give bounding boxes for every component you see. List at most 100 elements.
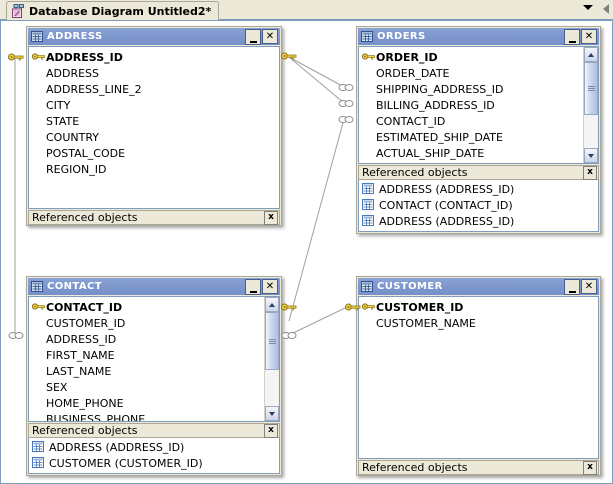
column-row[interactable]: CUSTOMER_ID bbox=[29, 315, 264, 331]
scroll-track[interactable] bbox=[265, 312, 279, 406]
table-name: ADDRESS bbox=[47, 31, 103, 42]
table-icon bbox=[361, 31, 373, 42]
vertical-scrollbar[interactable] bbox=[264, 297, 279, 421]
column-row[interactable]: ACTUAL_SHIP_DATE bbox=[359, 145, 583, 161]
fk-endpoint-contact-customer bbox=[281, 330, 297, 343]
minimize-button[interactable] bbox=[564, 278, 580, 295]
table-reference-icon bbox=[32, 457, 45, 469]
connector-orders-billing-address bbox=[288, 56, 345, 104]
table-icon bbox=[361, 281, 373, 292]
key-endpoint-address bbox=[281, 51, 297, 64]
close-button[interactable]: ✕ bbox=[581, 29, 597, 44]
column-row[interactable]: CUSTOMER_NAME bbox=[359, 315, 598, 331]
table-reference-icon bbox=[362, 199, 375, 211]
scroll-up-button[interactable] bbox=[584, 47, 598, 62]
column-name: LAST_NAME bbox=[46, 364, 112, 378]
column-row[interactable]: CONTACT_ID bbox=[29, 299, 264, 315]
table-name: ORDERS bbox=[377, 31, 426, 42]
column-name: ORDER_ID bbox=[376, 50, 438, 64]
column-row[interactable]: ADDRESS bbox=[29, 65, 279, 81]
referenced-objects-close-icon[interactable]: x bbox=[264, 423, 278, 438]
vertical-scrollbar[interactable] bbox=[583, 47, 598, 163]
scroll-left-icon[interactable] bbox=[603, 4, 609, 14]
minimize-button[interactable] bbox=[564, 28, 580, 45]
referenced-object-item[interactable]: ADDRESS (ADDRESS_ID) bbox=[359, 181, 598, 197]
referenced-object-item[interactable]: CONTACT (CONTACT_ID) bbox=[359, 197, 598, 213]
referenced-object-item[interactable]: ADDRESS (ADDRESS_ID) bbox=[29, 439, 279, 455]
scroll-up-button[interactable] bbox=[265, 297, 279, 312]
column-row[interactable]: SEX bbox=[29, 379, 264, 395]
column-name: FIRST_NAME bbox=[46, 348, 115, 362]
table-title-bar[interactable]: CONTACT✕ bbox=[28, 278, 280, 295]
table-title-bar[interactable]: CUSTOMER✕ bbox=[358, 278, 599, 295]
chevron-down-icon[interactable] bbox=[583, 5, 593, 10]
column-row[interactable]: ADDRESS_ID bbox=[29, 49, 279, 65]
column-row[interactable]: ESTIMATED_SHIP_DATE bbox=[359, 129, 583, 145]
column-row[interactable]: STATE bbox=[29, 113, 279, 129]
column-row[interactable]: CITY bbox=[29, 97, 279, 113]
fk-endpoint-orders-contact bbox=[338, 114, 354, 127]
column-row[interactable]: HOME_PHONE bbox=[29, 395, 264, 411]
table-title-bar[interactable]: ORDERS ✕ bbox=[358, 28, 599, 45]
column-name: SEX bbox=[46, 380, 68, 394]
close-button[interactable]: ✕ bbox=[581, 279, 597, 294]
fk-endpoint-orders-shipping bbox=[338, 82, 354, 95]
referenced-object-item[interactable]: ADDRESS (ADDRESS_ID) bbox=[359, 213, 598, 229]
column-name: STATE bbox=[46, 114, 80, 128]
column-row[interactable]: COUNTRY bbox=[29, 129, 279, 145]
scroll-thumb[interactable] bbox=[584, 62, 598, 116]
column-name: COUNTRY bbox=[46, 130, 99, 144]
column-row[interactable]: SHIPPING_ADDRESS_ID bbox=[359, 81, 583, 97]
referenced-objects-close-icon[interactable]: x bbox=[583, 165, 597, 180]
table-title-bar[interactable]: ADDRESS ✕ bbox=[28, 28, 280, 45]
referenced-object-label: ADDRESS (ADDRESS_ID) bbox=[379, 182, 515, 196]
column-name: BUSINESS_PHONE bbox=[46, 412, 146, 422]
close-button[interactable]: ✕ bbox=[262, 29, 278, 44]
column-name: CUSTOMER_NAME bbox=[376, 316, 476, 330]
primary-key-icon bbox=[32, 302, 46, 312]
column-name: HOME_PHONE bbox=[46, 396, 124, 410]
column-row[interactable]: LAST_NAME bbox=[29, 363, 264, 379]
table-reference-icon bbox=[32, 441, 45, 453]
scroll-track[interactable] bbox=[584, 62, 598, 148]
column-row[interactable]: CONTACT_ID bbox=[359, 113, 583, 129]
referenced-objects-close-icon[interactable]: x bbox=[583, 460, 597, 475]
referenced-objects-list: ADDRESS (ADDRESS_ID) CUSTOMER (CUSTOMER_… bbox=[28, 438, 280, 474]
scroll-down-button[interactable] bbox=[265, 406, 279, 421]
column-name: ORDER_DATE bbox=[376, 66, 450, 80]
column-row[interactable]: REGION_ID bbox=[29, 161, 279, 177]
column-row[interactable]: POSTAL_CODE bbox=[29, 145, 279, 161]
column-name: CONTACT_ID bbox=[376, 114, 446, 128]
column-row[interactable]: CUSTOMER_ID bbox=[359, 299, 598, 315]
referenced-objects-close-icon[interactable]: x bbox=[264, 210, 278, 225]
column-row[interactable]: ADDRESS_LINE_2 bbox=[29, 81, 279, 97]
column-row[interactable]: FIRST_NAME bbox=[29, 347, 264, 363]
minimize-button[interactable] bbox=[245, 278, 261, 295]
scroll-thumb[interactable] bbox=[265, 312, 279, 371]
scroll-down-button[interactable] bbox=[584, 148, 598, 163]
tab-database-diagram[interactable]: Database Diagram Untitled2* bbox=[6, 1, 220, 20]
column-row[interactable]: ORDER_ID bbox=[359, 49, 583, 65]
close-button[interactable]: ✕ bbox=[262, 279, 278, 294]
column-row[interactable]: BUSINESS_PHONE bbox=[29, 411, 264, 422]
referenced-object-item[interactable]: CUSTOMER (CUSTOMER_ID) bbox=[29, 455, 279, 471]
column-row[interactable]: ADDRESS_ID bbox=[29, 331, 264, 347]
key-endpoint-address-left bbox=[8, 52, 24, 65]
column-row[interactable]: BILLING_ADDRESS_ID bbox=[359, 97, 583, 113]
minimize-button[interactable] bbox=[245, 28, 261, 45]
column-row[interactable]: ORDER_DATE bbox=[359, 65, 583, 81]
key-endpoint-contact bbox=[281, 302, 297, 315]
